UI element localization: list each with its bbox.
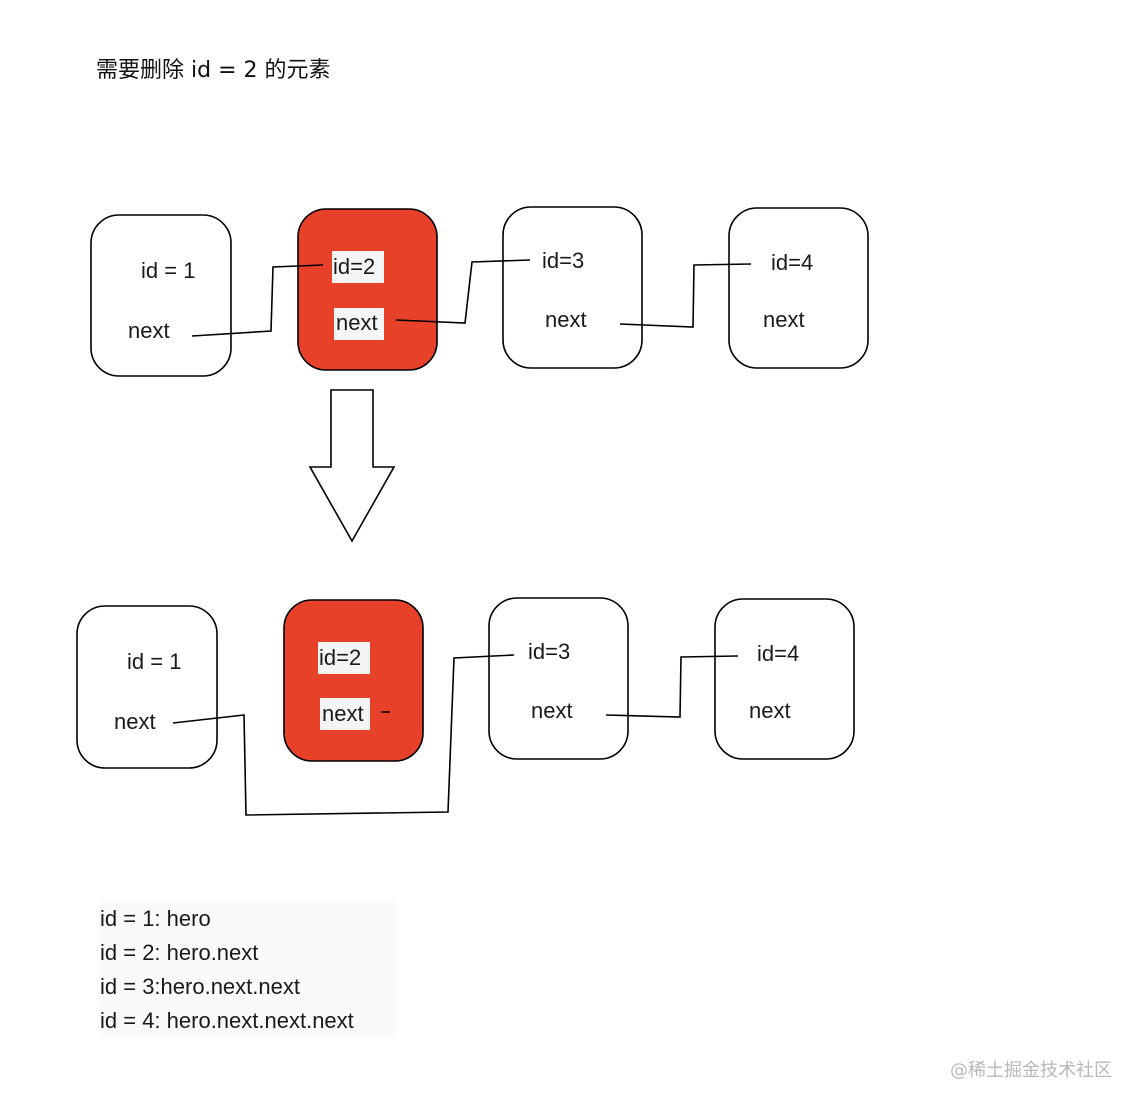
node-box-deleted [297,208,438,371]
node-box [90,214,232,377]
path-legend: id = 1: hero id = 2: hero.next id = 3:he… [100,902,396,1038]
after-node-1: id = 1 next [76,605,218,769]
after-node-2: id=2 next [283,599,424,762]
node-next-label: next [749,698,791,723]
before-node-4: id=4 next [728,207,869,369]
node-id-label: id=4 [771,250,813,275]
node-box-deleted [283,599,424,762]
node-next-label: next [545,307,587,332]
after-list: id = 1 next id=2 next id=3 next id= [76,597,855,816]
after-node-4: id=4 next [714,598,855,760]
node-id-label: id=2 [319,645,361,670]
node-id-label: id=3 [542,248,584,273]
label-background [334,308,384,340]
node-next-label: next [531,698,573,723]
legend-line-3: id = 3:hero.next.next [100,974,300,999]
node-box [502,206,643,369]
legend-line-2: id = 2: hero.next [100,940,259,965]
node-box [488,597,629,760]
node-id-label: id=2 [333,254,375,279]
watermark: @稀土掘金技术社区 [950,1060,1112,1081]
node-next-label: next [763,307,805,332]
before-list: id = 1 next id=2 next id=3 next id=4 [90,206,869,377]
connector-1-to-3-bypass [172,654,515,816]
before-node-3: id=3 next [502,206,643,369]
node-next-label: next [336,310,378,335]
node-id-label: id=4 [757,641,799,666]
node-id-label: id = 1 [127,649,181,674]
label-background [320,698,370,730]
label-background [332,251,384,283]
node-id-label: id=3 [528,639,570,664]
before-node-1: id = 1 next [90,214,232,377]
node-id-label: id = 1 [141,258,195,283]
node-box [728,207,869,369]
node-next-label: next [128,318,170,343]
before-node-2: id=2 next [297,208,438,371]
node-box [76,605,218,769]
node-box [714,598,855,760]
after-node-3: id=3 next [488,597,629,760]
connector-3-to-4 [605,655,739,718]
down-arrow-icon [308,389,396,543]
node-next-label: next [114,709,156,734]
label-background [318,642,370,674]
diagram-title: 需要删除 id = 2 的元素 [96,58,331,83]
legend-line-1: id = 1: hero [100,906,211,931]
connector-2-to-3 [395,259,531,324]
connector-3-to-4 [619,263,752,328]
node-next-label: next [322,701,364,726]
legend-line-4: id = 4: hero.next.next.next [100,1008,354,1033]
connector-1-to-2 [191,264,324,337]
